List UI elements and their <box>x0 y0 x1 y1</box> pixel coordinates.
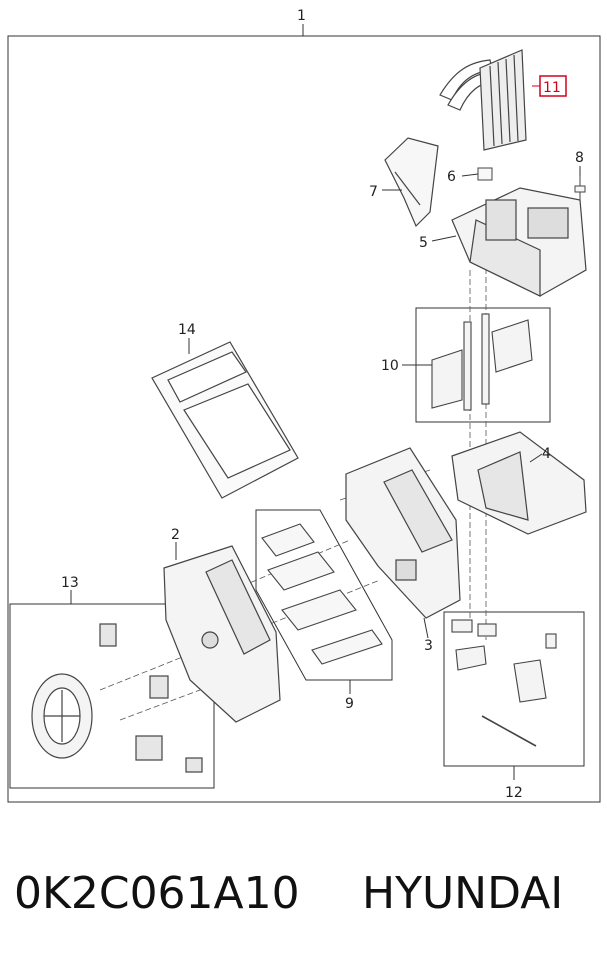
callout-9: 9 <box>345 696 354 712</box>
linkage-part-12 <box>451 619 557 747</box>
part-number: 0K2C061A10 <box>14 868 300 919</box>
outer-frame <box>7 24 601 803</box>
callout-10: 10 <box>381 358 399 374</box>
callout-6: 6 <box>447 169 456 185</box>
brand-name: HYUNDAI <box>362 868 564 919</box>
upper-case-part-5 <box>451 187 587 297</box>
highlight-box-11 <box>539 75 567 97</box>
filter-part-9 <box>261 523 383 665</box>
callout-4: 4 <box>542 446 551 462</box>
callout-labels: 1 11 8 6 7 5 14 10 4 2 13 3 9 12 <box>61 8 584 801</box>
callout-8: 8 <box>575 150 584 166</box>
box-12 <box>443 611 585 767</box>
seal-part-7 <box>384 137 439 228</box>
callout-11: 11 <box>543 80 561 96</box>
leader-lines <box>70 85 581 780</box>
callout-13: 13 <box>61 575 79 591</box>
callout-5: 5 <box>419 235 428 251</box>
callout-14: 14 <box>178 322 196 338</box>
callout-1: 1 <box>297 8 306 24</box>
callout-12: 12 <box>505 785 523 801</box>
callout-7: 7 <box>369 184 378 200</box>
evaporator-case-part-3 <box>345 447 461 619</box>
door-part-10 <box>431 313 533 411</box>
caption: 0K2C061A10 HYUNDAI <box>0 868 607 938</box>
filter-seal-part-14 <box>151 341 299 499</box>
heater-core-part <box>439 49 527 151</box>
callout-2: 2 <box>171 527 180 543</box>
clip-part-6 <box>477 167 493 181</box>
lower-case-part-4 <box>451 431 587 535</box>
callout-3: 3 <box>424 638 433 654</box>
blower-case-part-2 <box>163 545 281 723</box>
box-9 <box>255 509 393 681</box>
parts-exploded-diagram: 1 11 8 6 7 5 14 10 4 2 13 3 9 12 <box>7 8 601 803</box>
blower-motor-part-13 <box>31 623 203 773</box>
